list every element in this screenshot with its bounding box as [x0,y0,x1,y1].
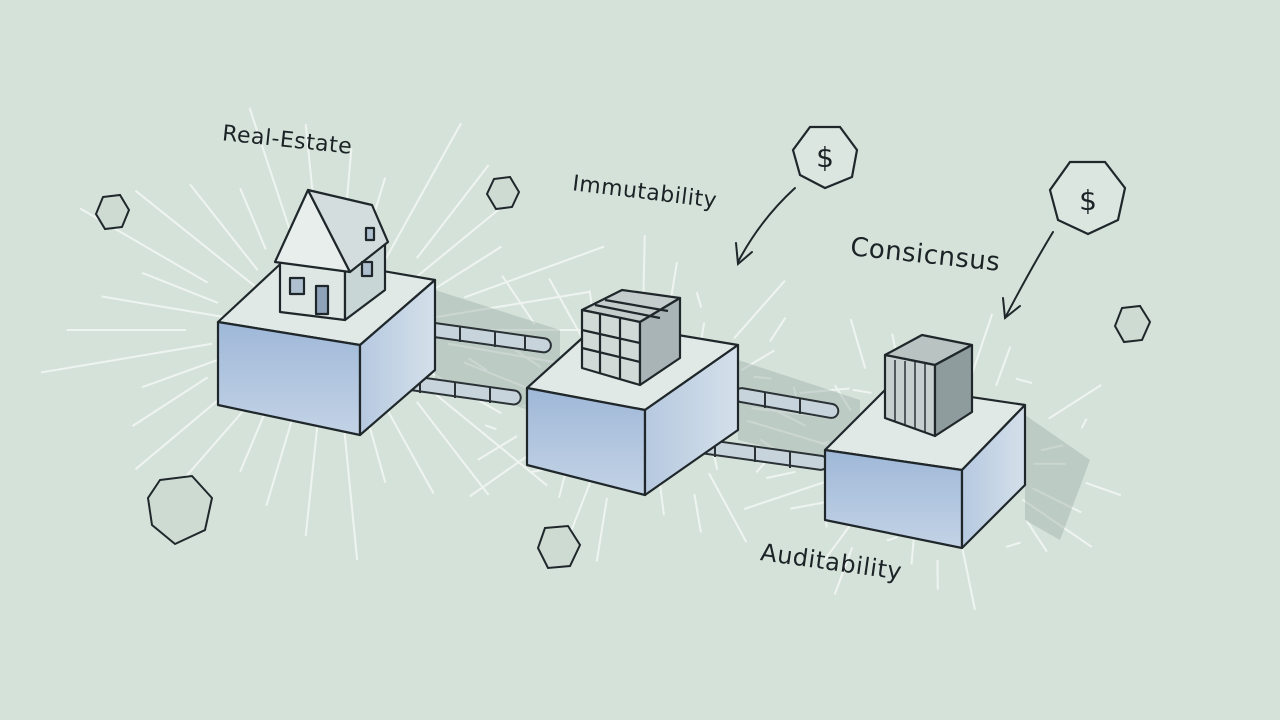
ray [995,346,1012,387]
ray [595,497,609,562]
ray [463,245,605,299]
ray [753,375,772,380]
ledger-box-icon [580,288,682,387]
ray [484,424,497,431]
ray [886,536,898,542]
dollar-coin-1: $ [791,125,859,190]
ray [415,164,490,259]
ray [820,440,830,445]
ray [743,481,825,510]
ray [852,388,872,394]
ray [415,401,490,496]
ray [1025,519,1048,553]
ray [141,271,219,304]
dollar-coin-2: $ [1048,160,1127,236]
ray [849,318,867,369]
arrows [735,187,1054,320]
ray [733,279,786,340]
ray [1032,487,1082,514]
block-consensus [823,383,1027,550]
ray [1040,444,1064,452]
container-icon [883,333,974,438]
ray [431,245,502,292]
ray [424,291,589,320]
ray [960,542,976,611]
ray [477,435,518,461]
ray [239,187,267,250]
house-icon [273,188,390,322]
dollar-sign-1: $ [816,141,834,174]
ray [400,206,503,291]
ray [1085,481,1122,497]
ray [501,275,536,326]
ray [548,278,585,341]
ray [708,472,748,543]
ray [1015,377,1033,384]
ray [695,291,703,308]
ray [740,349,775,372]
ray [239,410,267,473]
ray [1005,541,1021,549]
ray [755,461,767,474]
block-immutability [525,320,740,497]
ray [134,189,260,291]
ray [468,357,488,372]
ray [751,407,819,418]
ray [833,547,854,595]
ray [382,122,462,264]
light-rays [40,107,1122,611]
ray [1021,498,1093,548]
ray [746,419,841,450]
ray [1080,418,1088,429]
ray [189,183,259,271]
ray [418,379,548,487]
ray [101,295,236,320]
ray [693,493,702,533]
ray [834,384,852,412]
ray [769,317,787,343]
ray [799,387,850,395]
ray [40,342,213,374]
ray [1048,384,1102,420]
ray [131,376,209,427]
hexagon-tokens [94,175,1152,570]
dollar-sign-2: $ [1079,184,1097,217]
ray [508,344,542,369]
ray [766,470,796,479]
ray [342,419,359,561]
